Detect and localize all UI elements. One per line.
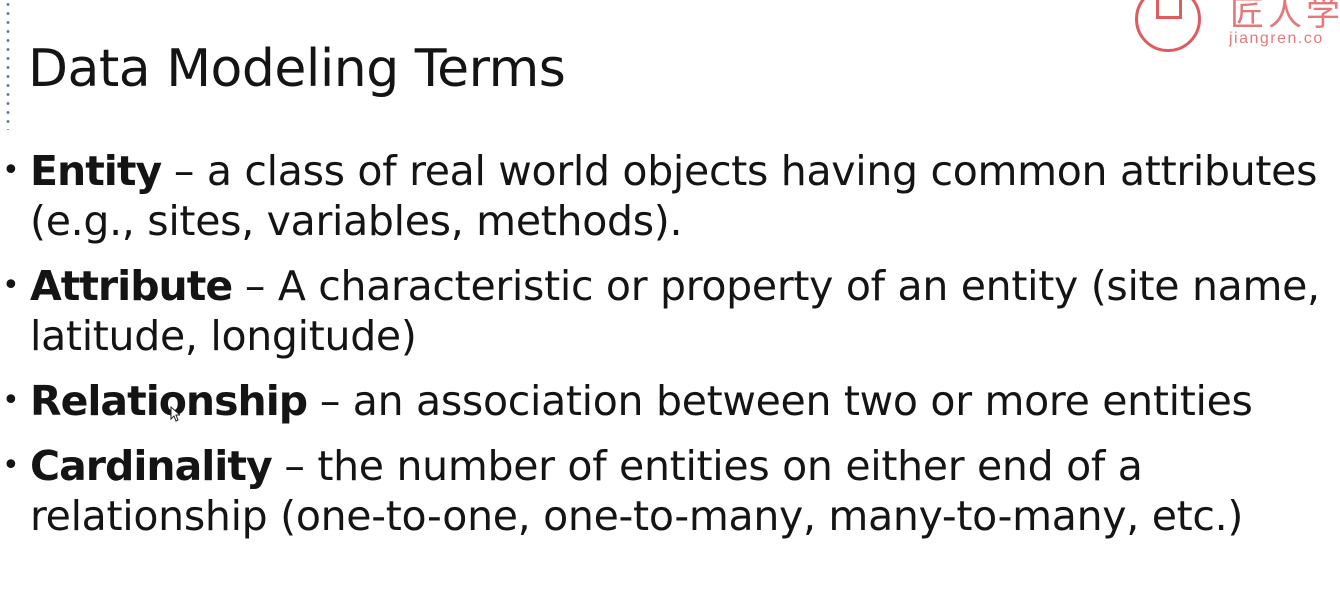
definition-entity: – a class of real world objects having c…: [30, 147, 1318, 245]
logo-url-text: jiangren.co: [1229, 30, 1324, 47]
definition-cardinality: – the number of entities on either end o…: [30, 442, 1244, 540]
list-item: • Cardinality – the number of entities o…: [0, 441, 1340, 541]
list-item: • Attribute – A characteristic or proper…: [0, 261, 1340, 361]
terms-list: • Entity – a class of real world objects…: [0, 146, 1340, 556]
logo-chinese-text: 匠人学: [1230, 0, 1340, 34]
bullet-dot-icon: •: [2, 268, 20, 303]
decorative-dotted-line: [6, 0, 10, 130]
slide-title: Data Modeling Terms: [28, 38, 566, 99]
term-relationship: Relationship: [30, 377, 308, 425]
list-item: • Relationship – an association between …: [0, 376, 1340, 426]
logo-circle-icon: [1135, 0, 1201, 52]
definition-relationship: – an association between two or more ent…: [307, 377, 1253, 425]
bullet-dot-icon: •: [2, 448, 20, 483]
term-cardinality: Cardinality: [30, 442, 273, 490]
bullet-dot-icon: •: [2, 383, 20, 418]
definition-attribute: – A characteristic or property of an ent…: [30, 262, 1320, 360]
term-attribute: Attribute: [30, 262, 233, 310]
brand-logo: 匠人学 jiangren.co: [1135, 0, 1340, 60]
list-item: • Entity – a class of real world objects…: [0, 146, 1340, 246]
logo-mark-icon: [1156, 0, 1182, 19]
term-entity: Entity: [30, 147, 162, 195]
bullet-dot-icon: •: [2, 153, 20, 188]
mouse-cursor-icon: [170, 406, 180, 422]
